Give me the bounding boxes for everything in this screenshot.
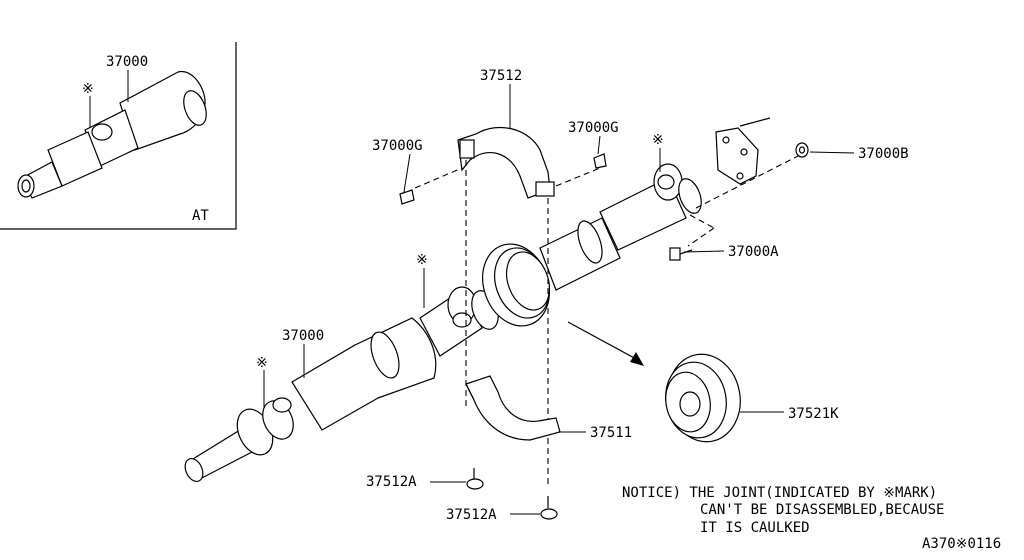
label-37000b: 37000B — [858, 146, 909, 162]
bolt-37000a — [669, 247, 693, 261]
inset-caulk-mark: ※ — [82, 81, 94, 97]
main-shaft-drawing — [184, 117, 801, 482]
label-37000g-right: 37000G — [568, 120, 619, 136]
label-37521k: 37521K — [788, 406, 839, 422]
label-37512a-2: 37512A — [446, 507, 497, 523]
nut-37000b — [795, 142, 809, 158]
inset-at-panel: 37000 ※ AT — [0, 42, 237, 230]
notice-line-1: NOTICE) THE JOINT(INDICATED BY ※MARK) — [622, 485, 937, 501]
bolt-37512a-2 — [540, 496, 558, 520]
label-37512a-1: 37512A — [366, 474, 417, 490]
drawing-code: A370※0116 — [922, 536, 1001, 552]
bolt-37000g-right — [593, 153, 607, 169]
inset-at-label: AT — [192, 208, 209, 224]
inset-shaft-drawing — [17, 70, 207, 199]
inset-part-label: 37000 — [106, 54, 148, 70]
bracket-37511 — [465, 375, 561, 441]
notice-line-2: CAN'T BE DISASSEMBLED,BECAUSE — [700, 502, 944, 518]
label-37512-top: 37512 — [480, 68, 522, 84]
bolt-37000g-left — [399, 189, 415, 205]
notice-block: NOTICE) THE JOINT(INDICATED BY ※MARK) CA… — [622, 485, 944, 536]
bracket-37512 — [414, 126, 601, 488]
notice-line-3: IT IS CAULKED — [700, 520, 810, 536]
caulk-mark-rear: ※ — [652, 132, 664, 148]
caulk-mark-front: ※ — [256, 355, 268, 371]
label-37000-main: 37000 — [282, 328, 324, 344]
caulk-mark-middle: ※ — [416, 252, 428, 268]
bolt-37512a-1 — [466, 468, 484, 490]
label-37000g-left: 37000G — [372, 138, 423, 154]
center-bearing-37521k — [567, 321, 741, 443]
label-37511: 37511 — [590, 425, 632, 441]
label-37000a: 37000A — [728, 244, 779, 260]
